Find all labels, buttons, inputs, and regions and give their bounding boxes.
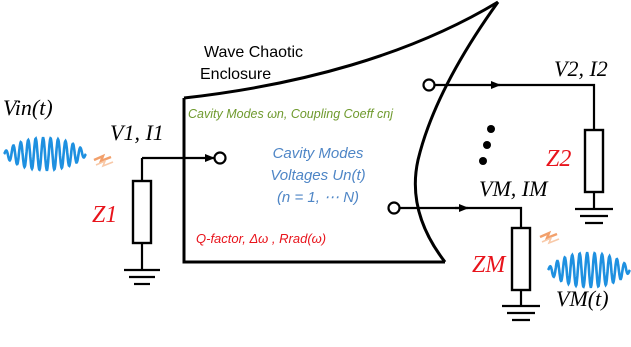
cavity-voltages-line1: Cavity Modes [273,145,364,162]
port-1-voltage-current: V1, I1 [110,120,164,145]
port-1-circuit [124,151,227,286]
port-1-terminal [213,151,227,165]
output-lightning-icon [539,230,560,245]
port-m-impedance [510,226,532,292]
port-2-impedance-label: Z2 [546,146,571,172]
cavity-modes-coupling-label: Cavity Modes ωn, Coupling Coeff cnj [188,107,394,121]
q-factor-label: Q-factor, Δω , Rrad(ω) [196,231,326,246]
port-2-impedance [583,128,605,194]
cavity-voltages-line3: (n = 1, ⋯ N) [277,189,359,206]
output-signal-label: VM(t) [556,286,609,311]
port-m-terminal [387,201,401,215]
ellipsis-dots [479,125,495,165]
port-1-ground [124,268,160,286]
port-m-ground [502,304,540,322]
enclosure-title-line1: Wave Chaotic [204,44,303,61]
input-waveform [3,136,87,172]
output-waveform [546,251,631,289]
cavity-voltages-line2: Voltages Un(t) [270,167,365,184]
input-lightning-icon [93,153,114,168]
port-m-circuit [387,201,540,322]
port-1-impedance-label: Z1 [92,202,117,228]
port-m-impedance-label: ZM [472,252,507,278]
port-2-voltage-current: V2, I2 [554,56,608,81]
port-2-circuit [422,78,613,225]
input-source-label: Vin(t) [3,95,53,120]
enclosure-outline [182,0,500,264]
port-2-terminal [422,78,436,92]
port-m-voltage-current: VM, IM [479,176,549,201]
enclosure-title-line2: Enclosure [200,66,271,83]
port-2-ground [575,207,613,225]
port-1-impedance [131,179,153,245]
